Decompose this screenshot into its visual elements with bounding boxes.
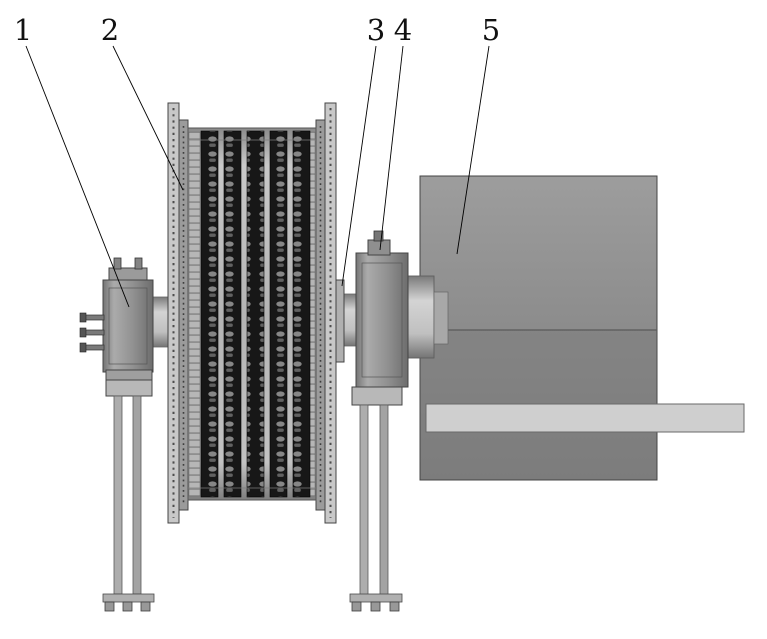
left-leg-rear — [132, 395, 142, 595]
right-foot-bar — [349, 593, 403, 603]
left-base-plate — [105, 377, 153, 397]
left-foot-pad — [140, 601, 151, 612]
right-bearing-block — [355, 252, 409, 388]
grease-fitting-head — [79, 327, 87, 338]
left-foot-pad — [104, 601, 115, 612]
right-leg-rear — [379, 404, 389, 596]
callouts: 1 2 3 4 5 — [14, 13, 500, 308]
left-support-stand — [102, 377, 155, 612]
right-foot-pad — [351, 601, 362, 612]
chain-band — [269, 130, 288, 498]
gearbox-input-shaft — [433, 291, 449, 345]
left-bearing-cap-line — [108, 287, 148, 365]
grease-fittings — [79, 312, 105, 353]
right-shaft-bearing-coupling — [333, 230, 449, 388]
right-bearing-top-bolt — [373, 230, 384, 242]
grease-fitting-head — [79, 312, 87, 323]
right-support-stand — [349, 386, 403, 612]
callout-label-2: 2 — [101, 13, 119, 47]
right-foot-pad — [389, 601, 400, 612]
callout-label-5: 5 — [482, 13, 500, 47]
left-foot-bar — [102, 593, 155, 603]
callout-label-1: 1 — [14, 13, 32, 47]
chain-band — [292, 130, 311, 498]
gearbox-motor — [419, 175, 745, 481]
grease-fitting-head — [79, 342, 87, 353]
right-leg-front — [359, 404, 369, 596]
left-bearing-bolt — [113, 257, 122, 270]
left-bearing-pedestal — [79, 257, 175, 381]
right-bearing-top-fitting — [367, 239, 391, 256]
left-leg-front — [113, 395, 123, 595]
right-bearing-cap — [361, 262, 403, 378]
callout-leader-3 — [341, 45, 377, 287]
right-base-plate — [351, 386, 403, 406]
chain-band — [223, 130, 242, 498]
left-foot-pad — [122, 601, 133, 612]
chain-band — [246, 130, 265, 498]
gearbox-base-rail — [425, 403, 745, 433]
right-foot-pad — [370, 601, 381, 612]
callout-leader-5 — [456, 45, 490, 255]
callout-leader-4 — [379, 45, 404, 251]
left-bearing-bolt — [134, 257, 143, 270]
drum-barrel-rib-left — [188, 131, 201, 497]
chain-drum — [167, 102, 337, 524]
chain-band — [200, 130, 219, 498]
left-bearing-block — [102, 279, 154, 373]
left-bearing-bottom-flange — [105, 369, 153, 381]
grease-fitting-pin — [83, 344, 105, 351]
grease-fitting-pin — [83, 314, 105, 321]
callout-label-4: 4 — [394, 13, 412, 47]
coupling-sleeve — [405, 275, 435, 359]
callout-leader-2 — [112, 45, 184, 191]
callout-label-3: 3 — [367, 13, 385, 47]
callout-leader-1 — [25, 45, 130, 308]
grease-fitting-pin — [83, 329, 105, 336]
